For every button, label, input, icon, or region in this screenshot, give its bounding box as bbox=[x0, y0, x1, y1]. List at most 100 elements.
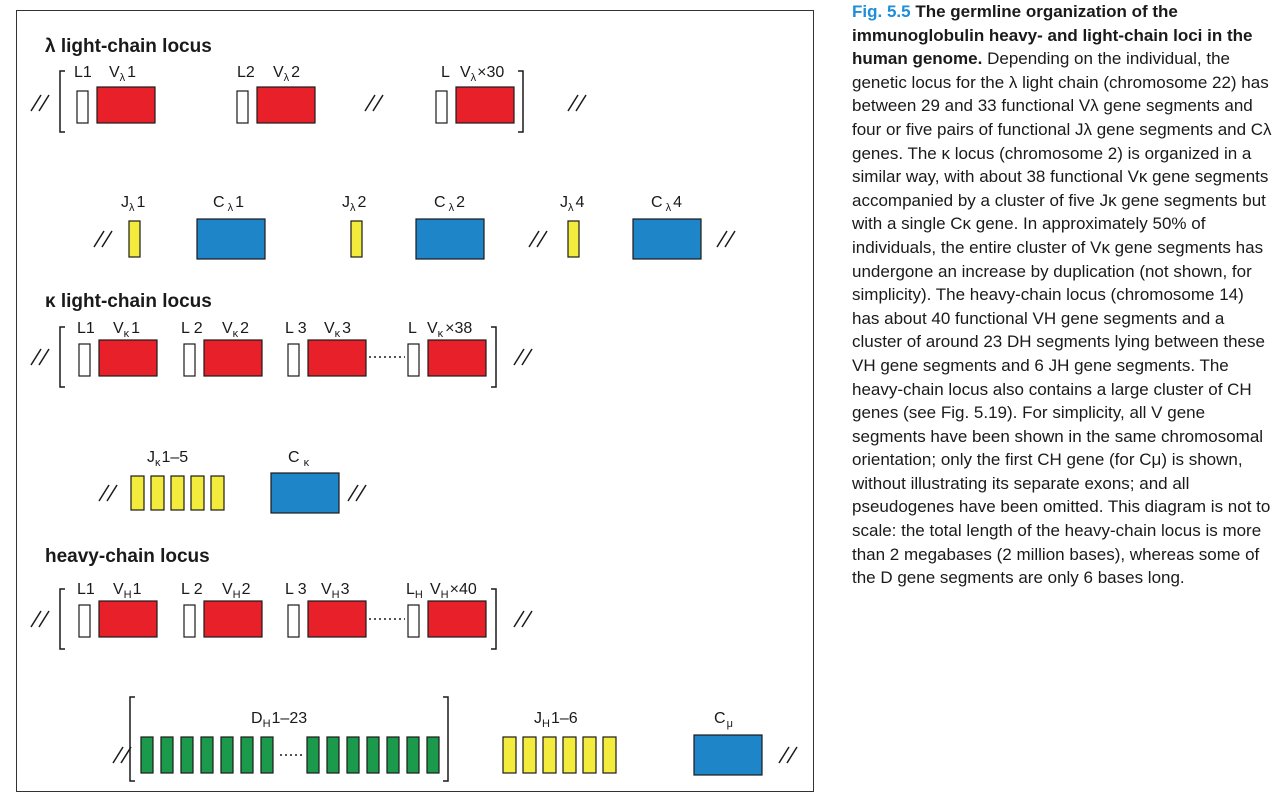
heavy-d-segment bbox=[260, 736, 274, 774]
lambda-l2-label: L2 bbox=[237, 64, 255, 81]
heavy-leader-2 bbox=[183, 604, 196, 638]
kappa-bracket-right bbox=[491, 326, 497, 388]
figure-number: Fig. 5.5 bbox=[852, 2, 911, 21]
heavy-l3-label: L 3 bbox=[285, 581, 307, 598]
kappa-l2-label: L 2 bbox=[181, 320, 203, 337]
kappa-strand-gap bbox=[35, 354, 574, 496]
heavy-d-bracket-right bbox=[443, 696, 449, 782]
kappa-l1-label: L1 bbox=[77, 320, 95, 337]
lambda-v-segment-2 bbox=[256, 86, 316, 124]
heavy-d-cluster bbox=[140, 736, 440, 774]
kappa-j-segment bbox=[210, 475, 225, 511]
heavy-v3-label: VH3 bbox=[321, 581, 350, 601]
lambda-l1-label: L1 bbox=[74, 64, 92, 81]
figure-caption: Fig. 5.5 The germline organization of th… bbox=[852, 0, 1272, 590]
heavy-d-segment bbox=[180, 736, 194, 774]
heavy-v-bracket-left bbox=[59, 588, 65, 650]
heavy-v-segment-3 bbox=[307, 600, 367, 638]
kappa-j-segment bbox=[130, 475, 145, 511]
lambda-strand-gap bbox=[35, 100, 733, 242]
lambda-j-segment-4 bbox=[567, 220, 580, 258]
kappa-j-segment bbox=[170, 475, 185, 511]
heavy-l1-label: L1 bbox=[77, 581, 95, 598]
heavy-j-cluster bbox=[502, 736, 617, 774]
heavy-leader-1 bbox=[78, 604, 91, 638]
heavy-j-segment bbox=[562, 736, 577, 774]
kappa-v-segment-1 bbox=[98, 339, 158, 377]
heavy-c-mu-label: Cμ bbox=[714, 710, 733, 730]
lambda-j-segment-2 bbox=[350, 220, 363, 258]
heavy-v-segment-1 bbox=[98, 600, 158, 638]
lambda-c-gene-4 bbox=[632, 218, 702, 260]
heavy-d-segment bbox=[160, 736, 174, 774]
kappa-j-cluster bbox=[130, 475, 225, 511]
heavy-d-segment bbox=[326, 736, 340, 774]
heavy-d-segment bbox=[406, 736, 420, 774]
kappa-vx38-label: Vκ×38 bbox=[427, 320, 472, 340]
heavy-d-segment bbox=[366, 736, 380, 774]
kappa-j-segment bbox=[150, 475, 165, 511]
heavy-j-label: JH1–6 bbox=[534, 710, 578, 730]
heavy-d-bracket-left bbox=[129, 696, 135, 782]
heavy-d-segment bbox=[306, 736, 320, 774]
kappa-leader-3 bbox=[287, 343, 300, 377]
heavy-v-segment-40 bbox=[427, 600, 487, 638]
lambda-v-segment-30 bbox=[455, 86, 515, 124]
heavy-j-segment bbox=[522, 736, 537, 774]
kappa-l-label: L bbox=[408, 320, 417, 337]
heavy-vx40-label: VH×40 bbox=[430, 581, 477, 601]
lambda-leader-30 bbox=[435, 90, 448, 124]
lambda-locus-title: λ light-chain locus bbox=[45, 36, 212, 57]
figure-title: The germline organization of the immunog… bbox=[852, 2, 1253, 69]
heavy-d-segment bbox=[140, 736, 154, 774]
kappa-l3-label: L 3 bbox=[285, 320, 307, 337]
kappa-leader-2 bbox=[183, 343, 196, 377]
heavy-d-segment bbox=[220, 736, 234, 774]
heavy-j-segment bbox=[502, 736, 517, 774]
lambda-break-marks bbox=[30, 94, 736, 248]
heavy-d-segment bbox=[426, 736, 440, 774]
heavy-j-segment bbox=[602, 736, 617, 774]
heavy-locus-title: heavy-chain locus bbox=[45, 546, 210, 567]
heavy-l2-label: L 2 bbox=[181, 581, 203, 598]
lambda-leader-1 bbox=[76, 90, 89, 124]
heavy-j-segment bbox=[582, 736, 597, 774]
kappa-break-marks bbox=[30, 348, 533, 502]
heavy-v1-label: VH1 bbox=[113, 581, 142, 601]
kappa-v-segment-38 bbox=[427, 339, 487, 377]
kappa-leader-38 bbox=[407, 343, 420, 377]
heavy-v-segment-2 bbox=[203, 600, 263, 638]
heavy-j-segment bbox=[542, 736, 557, 774]
heavy-locus: heavy-chain locus L1 VH1 L 2 VH2 L 3 VH3… bbox=[30, 546, 799, 782]
lambda-c-gene-2 bbox=[415, 218, 485, 260]
lambda-v-segment-1 bbox=[96, 86, 156, 124]
heavy-d-segment bbox=[346, 736, 360, 774]
kappa-locus-title: κ light-chain locus bbox=[45, 291, 212, 312]
heavy-lh-label: LH bbox=[406, 581, 423, 601]
heavy-v-bracket-right bbox=[491, 588, 497, 650]
kappa-leader-1 bbox=[78, 343, 91, 377]
heavy-c-mu-gene bbox=[693, 734, 763, 776]
heavy-leader-40 bbox=[407, 604, 420, 638]
lambda-j-segment-1 bbox=[128, 220, 141, 258]
heavy-d-label: DH1–23 bbox=[251, 710, 307, 730]
heavy-d-segment bbox=[240, 736, 254, 774]
lambda-bracket-right bbox=[518, 70, 524, 133]
kappa-c-gene bbox=[270, 472, 340, 514]
heavy-d-segment bbox=[386, 736, 400, 774]
kappa-bracket-left bbox=[59, 326, 65, 388]
figure-body: Depending on the individual, the genetic… bbox=[852, 49, 1272, 588]
lambda-l-label: L bbox=[441, 64, 450, 81]
